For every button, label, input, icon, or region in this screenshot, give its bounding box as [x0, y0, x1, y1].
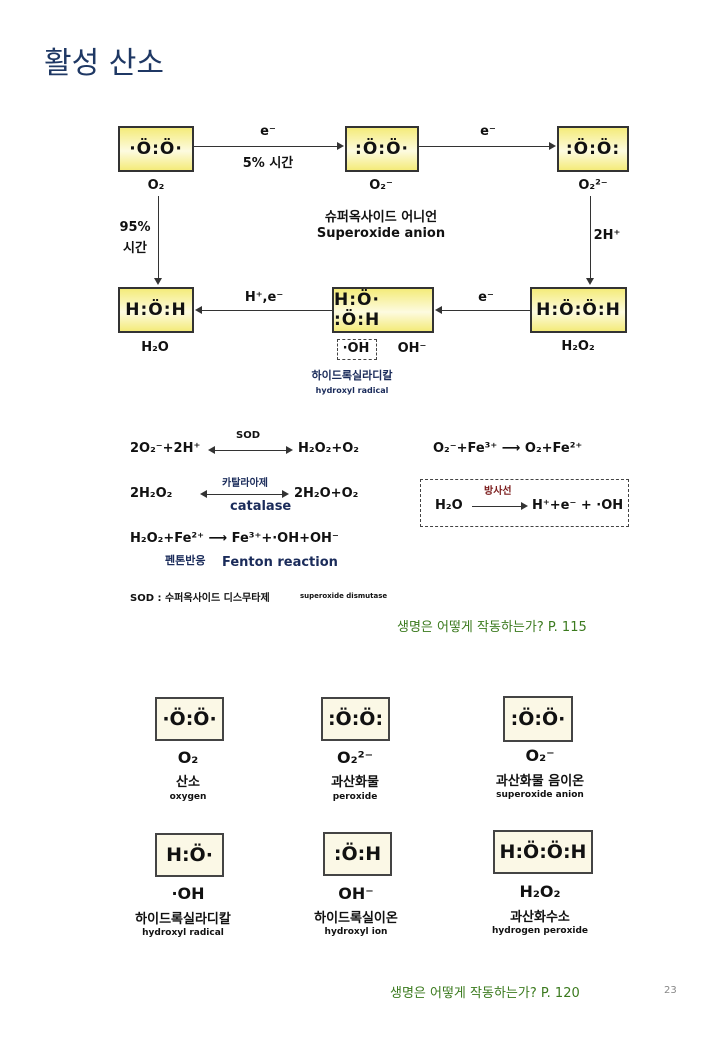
eq5-left: H₂O: [435, 498, 463, 513]
radiation-reaction-box: [420, 479, 629, 527]
page-number: 23: [664, 985, 677, 996]
eq5-arrow-label: 방사선: [484, 486, 512, 497]
arrow-head-icon: [154, 278, 162, 285]
eq4: O₂⁻+Fe³⁺ ⟶ O₂+Fe²⁺: [433, 441, 583, 456]
arrow-head-icon: [435, 306, 442, 314]
species-structure: ·Ö:Ö·: [155, 697, 224, 741]
species-formula: O₂⁻: [525, 746, 555, 765]
h2o2-structure: H:Ö:Ö:H: [530, 287, 627, 333]
eq1-right: H₂O₂+O₂: [298, 441, 359, 456]
arrow-head-icon: [586, 278, 594, 285]
species-en: superoxide anion: [496, 790, 584, 800]
arrow-label-5pct: 5% 시간: [242, 156, 294, 171]
species-formula: O₂: [177, 748, 199, 767]
eq3: H₂O₂+Fe²⁺ ⟶ Fe³⁺+·OH+OH⁻: [130, 531, 339, 546]
arrow-head-icon: [337, 142, 344, 150]
eq2-arrow-label-en: catalase: [230, 499, 292, 514]
arrow-o2minus-to-o22minus: [419, 146, 551, 147]
species-structure: H:Ö:Ö:H: [493, 830, 593, 874]
eq2-left: 2H₂O₂: [130, 486, 173, 501]
h2o-label: H₂O: [141, 340, 169, 355]
h2o-structure: H:Ö:H: [118, 287, 194, 333]
o2-2minus-structure: :Ö:Ö:: [557, 126, 629, 172]
sod-note: SOD : 수퍼옥사이드 디스무타제: [130, 593, 270, 604]
double-arrow-icon: [282, 490, 289, 498]
species-kor: 하이드록실이온: [314, 911, 398, 926]
eq1-left: 2O₂⁻+2H⁺: [130, 441, 201, 456]
eq2-right: 2H₂O+O₂: [294, 486, 359, 501]
species-en: hydrogen peroxide: [491, 926, 589, 936]
species-structure: :Ö:H: [323, 832, 392, 876]
arrow-head-icon: [195, 306, 202, 314]
radical-dashed-box: [337, 339, 377, 360]
page-title: 활성 산소: [44, 46, 164, 81]
species-en: hydroxyl radical: [142, 928, 224, 938]
o2-structure: ·Ö:Ö·: [118, 126, 194, 172]
arrow-label-e: e⁻: [480, 124, 496, 139]
o2-2minus-label: O₂²⁻: [578, 178, 608, 193]
double-arrow-icon: [200, 490, 207, 498]
superoxide-kor: 슈퍼옥사이드 어니언: [324, 210, 438, 225]
arrow-h2o2-to-hydroxyl: [440, 310, 530, 311]
double-arrow-icon: [208, 446, 215, 454]
arrow-hydroxyl-to-h2o: [200, 310, 332, 311]
arrow-o2-to-o2minus: [194, 146, 340, 147]
o2-label: O₂: [147, 178, 165, 193]
arrow-label-h-e: H⁺,e⁻: [244, 290, 284, 305]
species-formula: O₂²⁻: [336, 748, 374, 767]
species-formula: ·OH: [171, 884, 205, 903]
oh-minus-label: OH⁻: [397, 341, 427, 356]
species-kor: 산소: [176, 775, 200, 790]
sod-note-en: superoxide dismutase: [300, 592, 388, 600]
superoxide-en: Superoxide anion: [316, 226, 446, 241]
arrow-label-2h: 2H⁺: [593, 228, 621, 243]
o2-minus-label: O₂⁻: [369, 178, 393, 193]
hydroxyl-kor: 하이드록실라디칼: [311, 369, 393, 382]
hydroxyl-structure: H:Ö· :Ö:H: [332, 287, 434, 333]
species-formula: OH⁻: [338, 884, 374, 903]
species-en: hydroxyl ion: [324, 927, 388, 937]
fenton-kor: 펜톤반응: [165, 554, 206, 567]
species-kor: 과산화수소: [510, 910, 570, 925]
arrow-icon: [472, 506, 522, 507]
double-arrow-icon: [286, 446, 293, 454]
arrow-o22minus-to-h2o2: [590, 196, 591, 280]
citation-p115: 생명은 어떻게 작동하는가? P. 115: [397, 620, 587, 635]
species-structure: :Ö:Ö:: [321, 697, 390, 741]
species-kor: 과산화물 음이온: [495, 774, 585, 789]
arrow-label-time: 시간: [123, 241, 147, 256]
species-formula: H₂O₂: [519, 882, 561, 901]
eq5-right: H⁺+e⁻ + ·OH: [532, 498, 624, 513]
o2-minus-structure: :Ö:Ö·: [345, 126, 419, 172]
arrow-icon: [521, 502, 528, 510]
species-en: oxygen: [169, 792, 207, 802]
species-en: peroxide: [332, 792, 378, 802]
eq1-arrow-label: SOD: [236, 430, 261, 441]
citation-p120: 생명은 어떻게 작동하는가? P. 120: [390, 986, 580, 1001]
double-arrow-icon: [204, 494, 284, 495]
species-structure: :Ö:Ö·: [503, 696, 573, 742]
arrow-head-icon: [549, 142, 556, 150]
h2o2-label: H₂O₂: [561, 339, 595, 354]
arrow-label-95pct: 95%: [119, 220, 151, 235]
arrow-o2-to-h2o: [158, 196, 159, 280]
fenton-en: Fenton reaction: [222, 555, 338, 570]
oh-radical-label: ·OH: [342, 341, 370, 356]
species-structure: H:Ö·: [155, 833, 224, 877]
arrow-label-e: e⁻: [478, 290, 494, 305]
species-kor: 하이드록실라디칼: [135, 912, 231, 927]
hydroxyl-en: hydroxyl radical: [315, 386, 389, 395]
arrow-label-e: e⁻: [260, 124, 276, 139]
double-arrow-icon: [212, 450, 288, 451]
eq2-arrow-label-kor: 카탈라아제: [222, 478, 268, 489]
species-kor: 과산화물: [331, 775, 379, 790]
